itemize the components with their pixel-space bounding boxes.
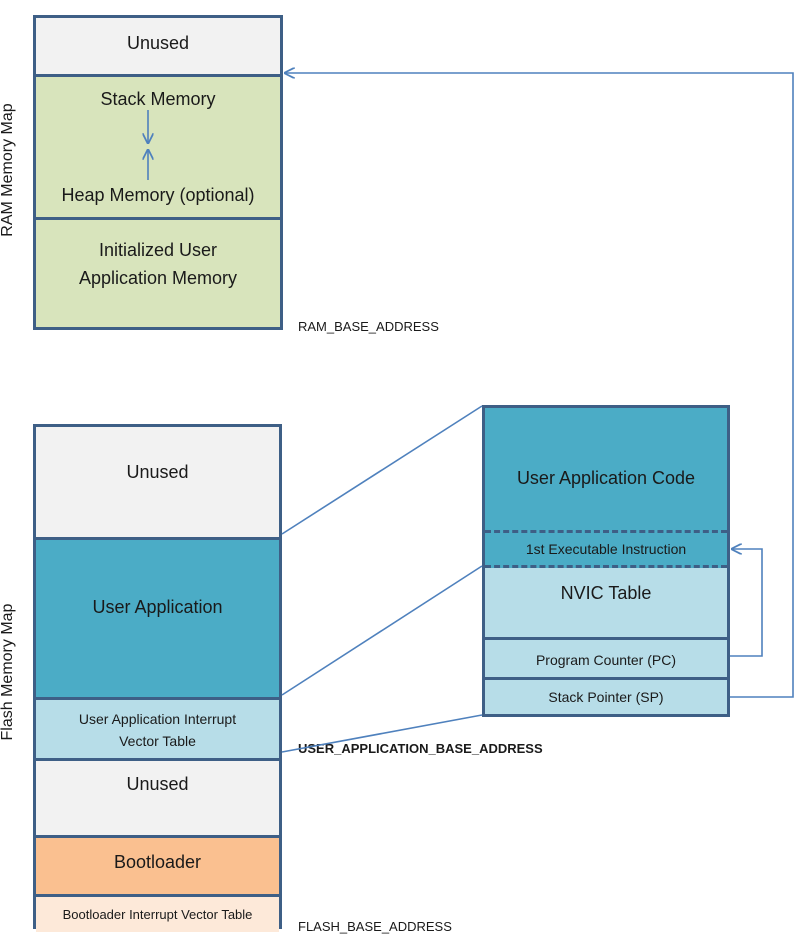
uaivt-line2: Vector Table xyxy=(119,733,196,749)
zoom-line-bottom xyxy=(281,714,483,753)
ram-memory-map: Unused Stack Memory Heap Memory (optiona… xyxy=(33,15,283,330)
flash-base-address: FLASH_BASE_ADDRESS xyxy=(298,919,452,934)
bootloader-label: Bootloader xyxy=(113,852,202,872)
initialized-line1: Initialized User xyxy=(98,239,218,260)
zoom-line-middle xyxy=(281,565,483,696)
initialized-user-app-memory: Initialized User Application Memory xyxy=(36,217,280,327)
ram-stack-heap-region: Stack Memory Heap Memory (optional) xyxy=(36,74,280,219)
flash-unused-top-label: Unused xyxy=(126,461,189,482)
stack-memory-label: Stack Memory xyxy=(100,89,216,109)
user-app-code-region: User Application Code xyxy=(485,408,727,532)
flash-unused-top: Unused xyxy=(36,427,279,538)
user-app-base-address: USER_APPLICATION_BASE_ADDRESS xyxy=(298,741,543,756)
flash-memory-map: Unused User Application User Application… xyxy=(33,424,282,932)
stack-pointer-label: Stack Pointer (SP) xyxy=(548,689,664,705)
initialized-line2: Application Memory xyxy=(78,267,238,288)
user-app-detail-block: User Application Code 1st Executable Ins… xyxy=(482,405,730,717)
user-app-code-label: User Application Code xyxy=(516,468,696,488)
user-app-ivt-region: User Application Interrupt Vector Table xyxy=(36,697,279,760)
program-counter-region: Program Counter (PC) xyxy=(485,637,727,679)
ram-unused: Unused xyxy=(36,18,280,75)
flash-unused-bottom: Unused xyxy=(36,758,279,837)
user-application-label: User Application xyxy=(92,597,223,617)
flash-unused-bottom-label: Unused xyxy=(126,774,189,794)
user-application-region: User Application xyxy=(36,537,279,699)
pc-to-instruction-arrow xyxy=(730,549,763,657)
bootloader-region: Bootloader xyxy=(36,835,279,896)
first-instruction-label: 1st Executable Instruction xyxy=(525,541,687,557)
bootloader-ivt-label: Bootloader Interrupt Vector Table xyxy=(62,907,253,922)
nvic-table-region: NVIC Table xyxy=(485,568,727,638)
first-executable-instruction: 1st Executable Instruction xyxy=(485,530,727,568)
stack-pointer-region: Stack Pointer (SP) xyxy=(485,677,727,714)
nvic-table-label: NVIC Table xyxy=(560,583,652,603)
ram-base-address: RAM_BASE_ADDRESS xyxy=(298,319,439,334)
uaivt-line1: User Application Interrupt xyxy=(78,711,237,727)
ram-unused-label: Unused xyxy=(126,32,190,53)
sp-to-ram-arrow xyxy=(285,73,794,698)
heap-memory-label: Heap Memory (optional) xyxy=(61,185,255,205)
zoom-line-top xyxy=(281,405,483,535)
bootloader-ivt-region: Bootloader Interrupt Vector Table xyxy=(36,894,279,932)
program-counter-label: Program Counter (PC) xyxy=(535,651,677,668)
